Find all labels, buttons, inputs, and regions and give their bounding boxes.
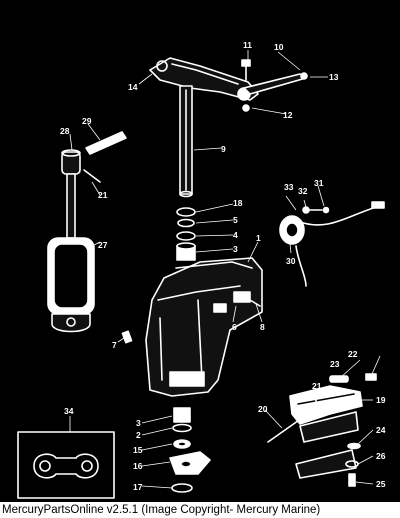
- callout-2: 2: [136, 430, 141, 440]
- callout-9: 9: [221, 144, 226, 154]
- callout-24: 24: [376, 425, 386, 435]
- callout-7: 7: [112, 340, 117, 350]
- callout-30: 30: [286, 256, 296, 266]
- callout-21-left: 21: [98, 190, 108, 200]
- tilt-lock-assembly: [267, 373, 377, 487]
- callout-22: 22: [348, 349, 358, 359]
- callout-17: 17: [133, 482, 143, 492]
- callout-23: 23: [330, 359, 340, 369]
- small-pin-part: [121, 330, 133, 344]
- callout-11: 11: [243, 40, 252, 50]
- callout-10: 10: [274, 42, 284, 52]
- callout-8: 8: [260, 322, 265, 332]
- callout-31: 31: [314, 178, 324, 188]
- exploded-parts-diagram: 14 11 10 13 12 9 18 5 4 3 1 29 28 21 27 …: [0, 0, 400, 502]
- callout-4: 4: [233, 230, 238, 240]
- hydraulic-cylinder-part: [47, 173, 95, 333]
- callout-16: 16: [133, 461, 143, 471]
- callout-27: 27: [98, 240, 108, 250]
- lower-bushing-stack: [169, 407, 211, 493]
- callout-6: 6: [232, 322, 237, 332]
- callout-21-right: 21: [312, 381, 322, 391]
- callout-3-lower: 3: [136, 418, 141, 428]
- callout-33: 33: [284, 182, 294, 192]
- callout-26: 26: [376, 451, 386, 461]
- swivel-bracket-part: [145, 257, 263, 397]
- callout-12: 12: [283, 110, 293, 120]
- callout-1: 1: [256, 233, 261, 243]
- callout-25: 25: [376, 479, 386, 489]
- tie-rod-part: [241, 59, 308, 112]
- swivel-shaft-part: [179, 85, 193, 198]
- callout-20: 20: [258, 404, 268, 414]
- callout-19: 19: [376, 395, 386, 405]
- trim-sender-part: [279, 201, 385, 287]
- callout-28: 28: [60, 126, 70, 136]
- callout-18: 18: [233, 198, 243, 208]
- inset-box: [17, 431, 115, 499]
- callout-3-upper: 3: [233, 244, 238, 254]
- callout-14: 14: [128, 82, 138, 92]
- callout-13: 13: [329, 72, 339, 82]
- pivot-pin-part: [61, 131, 127, 183]
- callout-5: 5: [233, 215, 238, 225]
- callout-15: 15: [133, 445, 143, 455]
- callout-labels: 14 11 10 13 12 9 18 5 4 3 1 29 28 21 27 …: [60, 40, 386, 492]
- callout-32: 32: [298, 186, 308, 196]
- copyright-caption: MercuryPartsOnline v2.5.1 (Image Copyrig…: [2, 504, 321, 516]
- upper-bushing-stack: [176, 207, 196, 261]
- leader-lines: [69, 50, 381, 489]
- callout-34: 34: [64, 406, 74, 416]
- diagram-canvas: 14 11 10 13 12 9 18 5 4 3 1 29 28 21 27 …: [17, 40, 386, 499]
- callout-29: 29: [82, 116, 92, 126]
